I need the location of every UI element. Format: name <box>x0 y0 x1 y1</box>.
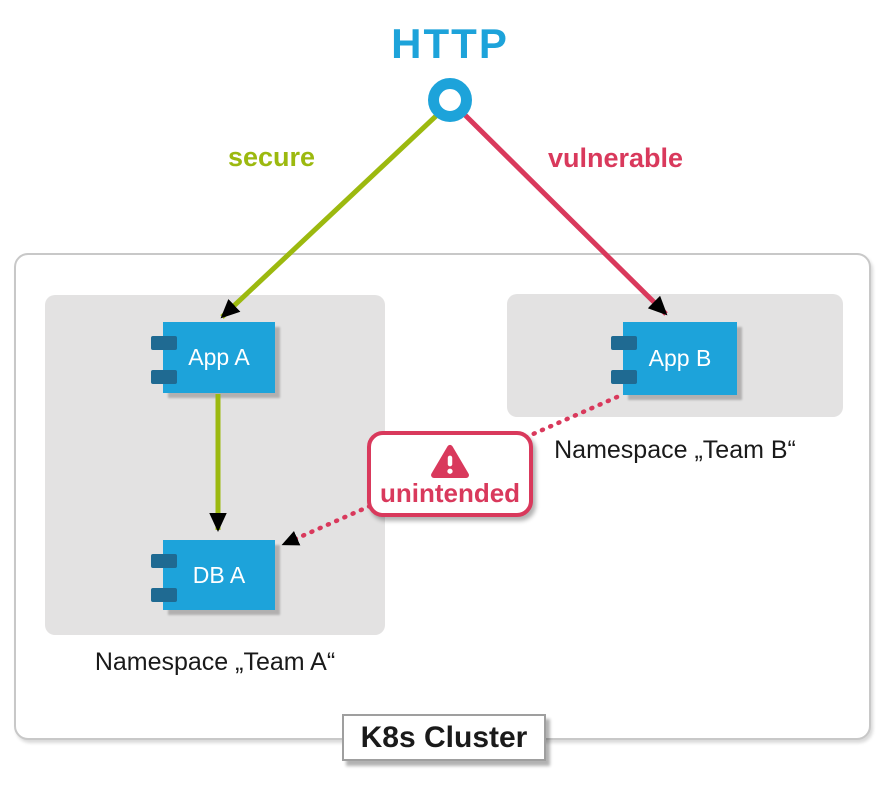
node-app-b-label: App B <box>648 345 712 371</box>
container-tab-icon <box>151 336 177 350</box>
vulnerable-edge-label: vulnerable <box>548 143 684 173</box>
http-title: HTTP <box>391 20 509 67</box>
warning-triangle-icon <box>431 444 469 478</box>
container-tab-icon <box>151 554 177 568</box>
node-app-a: App A <box>151 322 275 393</box>
node-app-a-label: App A <box>188 344 250 370</box>
unintended-badge: unintended <box>367 431 533 517</box>
namespace-team-b-label: Namespace „Team B“ <box>554 436 796 464</box>
unintended-label: unintended <box>379 477 521 508</box>
node-app-b: App B <box>611 322 737 395</box>
container-tab-icon <box>151 588 177 602</box>
http-endpoint-ring-icon <box>428 78 472 122</box>
container-tab-icon <box>151 370 177 384</box>
node-db-a: DB A <box>151 540 275 610</box>
container-tab-icon <box>611 370 637 384</box>
namespace-team-a-label: Namespace „Team A“ <box>94 648 336 676</box>
k8s-cluster-label: K8s Cluster <box>342 714 546 761</box>
container-tab-icon <box>611 336 637 350</box>
secure-edge-label: secure <box>228 142 316 172</box>
node-db-a-label: DB A <box>192 561 246 588</box>
